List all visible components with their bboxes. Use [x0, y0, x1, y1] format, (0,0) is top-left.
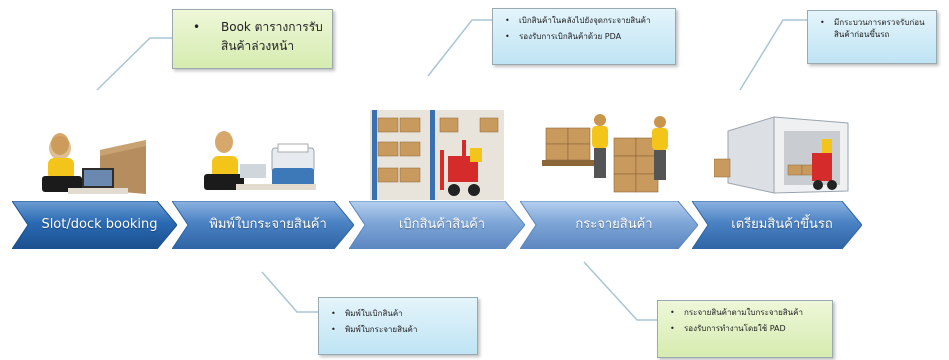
truck-loading-icon: [714, 116, 849, 194]
leader-printing: [261, 271, 318, 313]
callout-picking: เบิกสินค้าในคลังไปยังจุดกระจายสินค้า รอง…: [492, 8, 676, 65]
woman-at-computer-booking-icon: [42, 133, 146, 194]
leader-booking: [96, 37, 172, 91]
callout-printing-item-1: พิมพ์ใบเบิกสินค้า: [329, 308, 469, 320]
callout-distribution: กระจายสินค้าตามใบกระจายสินค้า รองรับการท…: [657, 300, 833, 358]
step-label: Slot/dock booking: [41, 216, 158, 232]
callout-distribution-item-2: รองรับการทำงานโดยใช้ PAD: [668, 323, 824, 335]
callout-booking-item: Book ตารางการรับสินค้าล่วงหน้า: [183, 18, 324, 56]
step-slot-dock-booking: Slot/dock booking: [12, 201, 177, 249]
workers-carrying-boxes-icon: [542, 114, 668, 193]
callout-printing-item-2: พิมพ์ใบกระจายสินค้า: [329, 324, 469, 336]
callout-loading-item: มีกระบวนการตรวจรับก่อนสินค้าก่อนขึ้นรถ: [818, 17, 928, 41]
step-prepare-loading: เตรียมสินค้าขึ้นรถ: [692, 201, 862, 249]
step-pick-goods: เบิกสินค้าสินค้า: [349, 201, 525, 249]
callout-picking-item-1: เบิกสินค้าในคลังไปยังจุดกระจายสินค้า: [503, 15, 667, 27]
woman-printing-icon: [204, 131, 316, 190]
leader-loading: [739, 19, 807, 91]
leader-distribution: [583, 261, 657, 321]
callout-loading: มีกระบวนการตรวจรับก่อนสินค้าก่อนขึ้นรถ: [807, 10, 937, 64]
step-label: เบิกสินค้าสินค้า: [398, 216, 486, 232]
step-label: เตรียมสินค้าขึ้นรถ: [731, 216, 833, 232]
step-distribute-goods: กระจายสินค้า: [520, 201, 698, 249]
callout-picking-item-2: รองรับการเบิกสินค้าด้วย PDA: [503, 31, 667, 43]
step-print-distribution-slip: พิมพ์ใบกระจายสินค้า: [172, 201, 354, 249]
callout-distribution-item-1: กระจายสินค้าตามใบกระจายสินค้า: [668, 307, 824, 319]
callout-printing: พิมพ์ใบเบิกสินค้า พิมพ์ใบกระจายสินค้า: [318, 297, 478, 355]
callout-booking: Book ตารางการรับสินค้าล่วงหน้า: [172, 9, 333, 69]
forklift-warehouse-icon: [370, 110, 504, 200]
step-label: พิมพ์ใบกระจายสินค้า: [209, 216, 327, 232]
leader-picking: [427, 19, 492, 77]
step-label: กระจายสินค้า: [575, 216, 653, 232]
